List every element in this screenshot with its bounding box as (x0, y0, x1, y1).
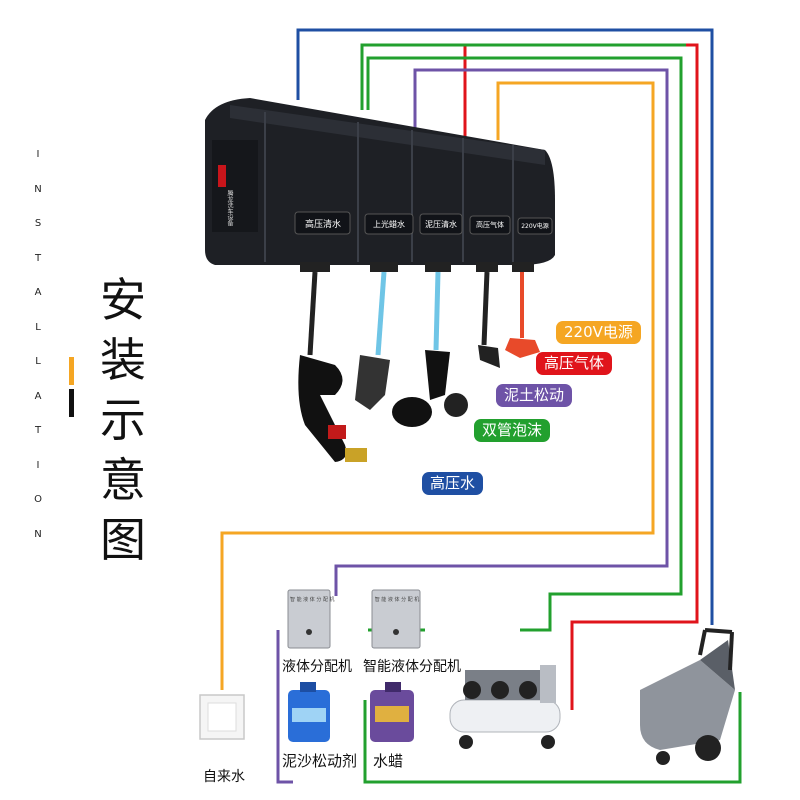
mud-loosener-bottle (288, 682, 330, 742)
letter: T (34, 252, 42, 264)
hose-1 (307, 271, 318, 356)
green-wire-2 (366, 56, 683, 632)
badge-mud-loosening: 泥土松动 (496, 384, 573, 407)
socket-label: 自来水 (203, 769, 245, 785)
accent-bar-orange (69, 357, 74, 385)
pressure-washer (640, 628, 735, 765)
letter: I (36, 459, 40, 471)
compartment-label: 泥压清水 (425, 220, 457, 229)
liquid-dispenser-1 (287, 589, 331, 649)
letter: A (34, 390, 42, 402)
badge-high-pressure-gas: 高压气体 (536, 352, 613, 375)
ceiling-unit (205, 98, 555, 272)
air-blower-icon (505, 338, 540, 358)
installation-vertical-text: I N S T A L L A T I O N (30, 150, 46, 564)
air-compressor (449, 665, 561, 749)
title-char: 装 (100, 333, 146, 387)
wall-socket (199, 694, 245, 740)
air-gun-icon (478, 345, 500, 368)
letter: N (34, 183, 42, 195)
letter: S (34, 218, 42, 229)
red-wire (463, 43, 699, 710)
letter: I (36, 149, 40, 160)
dispenser-plate-1: 智 能 液 体 分 配 机 (290, 597, 335, 603)
badge-220v-power: 220V电源 (556, 321, 641, 344)
title-char: 安 (100, 273, 146, 327)
dispenser2-label: 智能液体分配机 (363, 659, 461, 675)
spray-gun-icon (298, 355, 367, 462)
hose-3 (433, 271, 441, 351)
compartment-label: 高压清水 (304, 220, 341, 230)
letter: N (34, 528, 42, 540)
foam-gun-icon (355, 355, 432, 427)
letter: L (35, 321, 41, 333)
compartment-label: 高压气体 (476, 221, 504, 229)
orange-wire (220, 81, 655, 690)
green-wire-4 (363, 692, 742, 784)
badge-dual-foam: 双管泡沫 (474, 419, 551, 442)
dispenser1-label: 液体分配机 (282, 659, 352, 675)
bottle1-label: 泥沙松动剂 (282, 752, 358, 770)
badge-high-pressure-water: 高压水 (422, 472, 484, 495)
bottle2-label: 水蜡 (373, 752, 404, 770)
hose-2 (375, 271, 387, 356)
page-title: 安 装 示 意 图 (94, 270, 152, 570)
letter: A (34, 287, 42, 298)
compartment-label: 上光蜡水 (373, 220, 405, 229)
unit-brand-label: 腾龙洗车设备 (226, 190, 233, 226)
compartment-label: 220V电源 (521, 223, 549, 230)
green-wire (360, 43, 686, 110)
title-char: 图 (100, 513, 146, 567)
title-char: 意 (100, 453, 146, 507)
title-char: 示 (100, 393, 146, 447)
letter: O (34, 494, 42, 505)
letter: L (35, 356, 41, 367)
blue-wire (296, 28, 714, 625)
hose-4 (481, 271, 490, 346)
dispenser-plate-2: 智 能 液 体 分 配 机 (374, 597, 420, 603)
purple-wire (334, 68, 669, 596)
letter: T (34, 425, 42, 436)
nozzle-gun-icon (425, 350, 468, 417)
accent-bar-black (69, 389, 74, 417)
wax-bottle (370, 682, 414, 742)
liquid-dispenser-2 (371, 589, 421, 649)
purple-wire-2 (276, 630, 293, 784)
